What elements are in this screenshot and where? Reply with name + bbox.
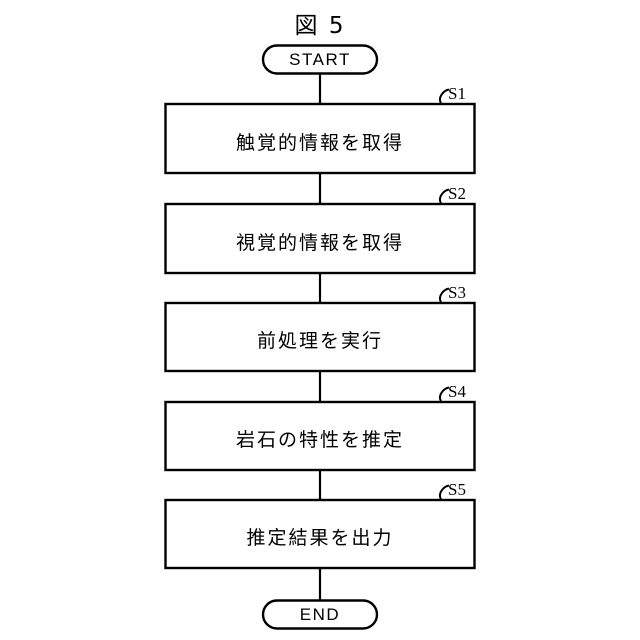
leader-hook-s2 <box>439 188 450 204</box>
leader-hook-s4 <box>439 386 450 402</box>
process-label-s3: 前処理を実行 <box>256 330 383 352</box>
start-terminator-label: START <box>289 50 351 69</box>
process-label-s2: 視覚的情報を取得 <box>235 232 404 254</box>
process-label-s5: 推定結果を出力 <box>246 527 394 549</box>
leader-hook-s5 <box>439 484 450 500</box>
end-terminator-shape <box>261 599 379 630</box>
step-ref-s2: S2 <box>448 184 466 203</box>
figure-title: 図 5 <box>294 13 346 39</box>
process-label-s1: 触覚的情報を取得 <box>235 132 404 154</box>
process-box-s3 <box>164 301 476 373</box>
step-ref-s5: S5 <box>448 480 466 499</box>
end-terminator-label: END <box>299 605 341 624</box>
step-ref-s4: S4 <box>448 382 466 401</box>
leader-hook-s1 <box>439 88 450 104</box>
step-ref-s3: S3 <box>448 283 466 302</box>
leader-hook-s3 <box>439 287 450 303</box>
step-ref-s1: S1 <box>448 84 466 103</box>
process-label-s4: 岩石の特性を推定 <box>235 429 404 451</box>
